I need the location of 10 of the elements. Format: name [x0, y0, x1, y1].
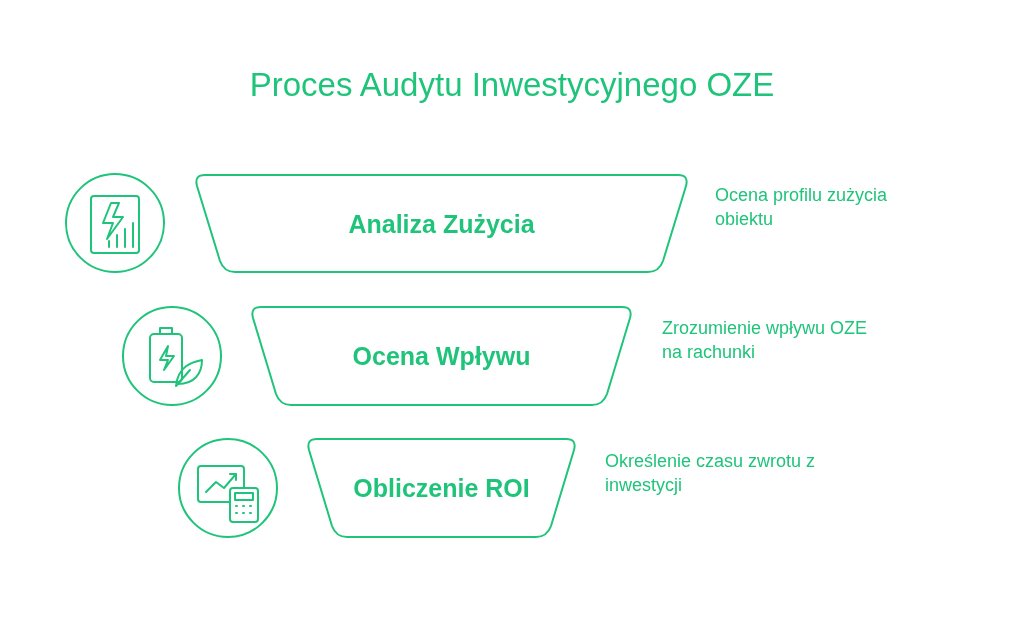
stage-title: Analiza Zużycia — [347, 209, 536, 238]
diagram-title: Proces Audytu Inwestycyjnego OZE — [248, 66, 776, 104]
stage-title: Obliczenie ROI — [352, 473, 531, 503]
funnel-stage — [249, 306, 634, 406]
funnel-stage — [305, 438, 578, 538]
stage-title: Ocena Wpływu — [351, 341, 532, 371]
funnel-stage — [193, 174, 690, 273]
description-text: Ocena profilu zużycia obiektu — [715, 184, 889, 231]
description-text: Określenie czasu zwrotu z inwestycji — [605, 450, 817, 497]
description-text: Zrozumienie wpływu OZE na rachunki — [662, 317, 869, 364]
